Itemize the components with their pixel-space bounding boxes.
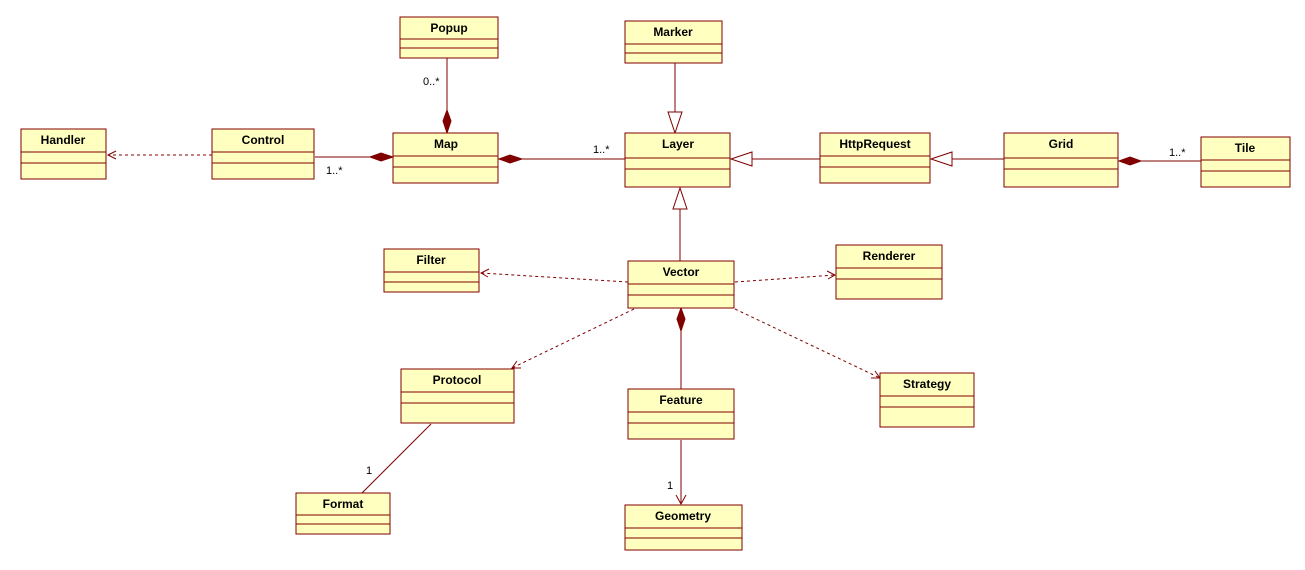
class-geometry-name: Geometry xyxy=(655,509,711,523)
multiplicity-control-map: 1..* xyxy=(326,165,343,177)
composition-tile-grid xyxy=(1117,156,1201,166)
class-tile-name: Tile xyxy=(1235,141,1256,155)
class-control[interactable]: Control xyxy=(211,128,315,180)
classes: Popup Marker Handler Control Map xyxy=(20,16,1291,551)
dependency-vector-protocol xyxy=(511,308,635,369)
class-map[interactable]: Map xyxy=(392,132,499,184)
class-protocol[interactable]: Protocol xyxy=(400,368,515,424)
class-popup-name: Popup xyxy=(430,21,467,35)
generalization-httprequest-layer xyxy=(729,151,820,167)
class-map-name: Map xyxy=(434,137,458,151)
multiplicity-protocol-format: 1 xyxy=(366,465,372,477)
composition-layer-map xyxy=(497,154,625,164)
dependency-control-handler xyxy=(106,150,212,160)
class-protocol-name: Protocol xyxy=(433,373,482,387)
dependency-vector-renderer xyxy=(734,270,837,283)
class-feature-name: Feature xyxy=(659,393,703,407)
class-handler[interactable]: Handler xyxy=(20,128,107,180)
class-vector-name: Vector xyxy=(663,265,700,279)
class-vector[interactable]: Vector xyxy=(627,260,735,309)
class-strategy[interactable]: Strategy xyxy=(879,372,975,428)
class-handler-name: Handler xyxy=(41,133,86,147)
multiplicities: 0..* 1..* 1..* 1..* 1 1 xyxy=(326,76,1186,492)
class-layer-name: Layer xyxy=(662,137,694,151)
class-httprequest-name: HttpRequest xyxy=(839,137,910,151)
class-format-name: Format xyxy=(323,497,364,511)
class-filter-name: Filter xyxy=(416,253,446,267)
class-grid[interactable]: Grid xyxy=(1003,132,1119,188)
dependency-vector-strategy xyxy=(734,308,881,379)
composition-feature-vector xyxy=(676,306,686,390)
class-grid-name: Grid xyxy=(1049,137,1074,151)
multiplicity-feature-geometry: 1 xyxy=(667,480,673,492)
class-marker-name: Marker xyxy=(653,25,693,39)
class-filter[interactable]: Filter xyxy=(383,248,480,293)
association-protocol-format xyxy=(361,423,432,494)
class-renderer[interactable]: Renderer xyxy=(835,244,943,300)
relationships xyxy=(106,58,1201,506)
generalization-marker-layer xyxy=(667,63,683,135)
association-feature-geometry xyxy=(675,440,687,506)
class-geometry[interactable]: Geometry xyxy=(624,504,743,551)
dependency-vector-filter xyxy=(479,268,629,283)
generalization-grid-httprequest xyxy=(929,151,1004,167)
class-layer[interactable]: Layer xyxy=(624,132,731,188)
class-httprequest[interactable]: HttpRequest xyxy=(819,132,931,184)
class-marker[interactable]: Marker xyxy=(624,20,723,64)
multiplicity-grid-tile: 1..* xyxy=(1169,147,1186,159)
multiplicity-popup-map: 0..* xyxy=(423,76,440,88)
class-feature[interactable]: Feature xyxy=(627,388,735,440)
class-format[interactable]: Format xyxy=(295,492,391,535)
composition-control-map xyxy=(315,152,395,162)
multiplicity-map-layer: 1..* xyxy=(593,144,610,156)
class-popup[interactable]: Popup xyxy=(399,16,499,59)
class-tile[interactable]: Tile xyxy=(1200,136,1291,188)
generalization-vector-layer xyxy=(672,186,688,261)
composition-popup-map xyxy=(442,58,452,135)
class-strategy-name: Strategy xyxy=(903,377,951,391)
class-control-name: Control xyxy=(242,133,285,147)
class-renderer-name: Renderer xyxy=(863,249,916,263)
